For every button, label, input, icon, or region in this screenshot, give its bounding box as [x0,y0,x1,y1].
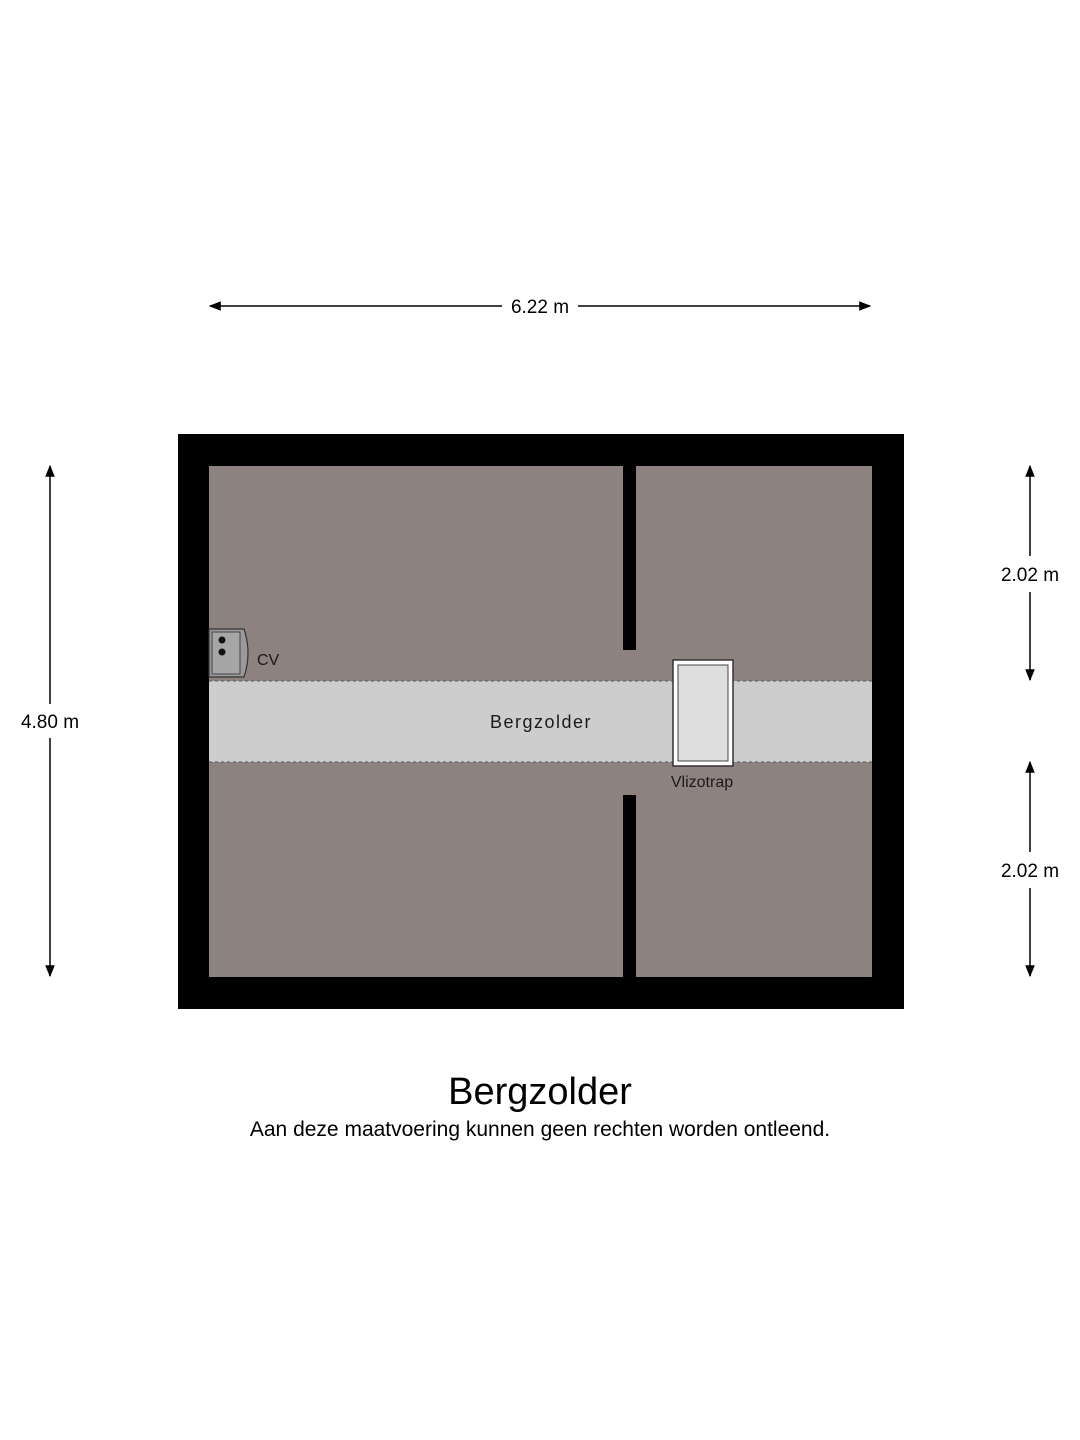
height-dimension-label: 4.80 m [21,712,79,733]
boiler-label: CV [257,652,280,669]
right-top-dimension: 2.02 m [1001,464,1059,682]
boiler-knob-bottom [218,648,226,656]
boiler-panel [211,631,241,675]
right-top-dimension-label: 2.02 m [1001,565,1059,586]
loft-ladder-hatch [677,664,729,762]
boiler: CV [208,628,280,678]
disclaimer-text: Aan deze maatvoering kunnen geen rechten… [249,1118,831,1141]
partition-wall-top [623,466,636,650]
width-dimension: 6.22 m [208,297,872,318]
room-label: Bergzolder [490,712,592,732]
loft-ladder: Vlizotrap [671,659,734,791]
floor-title: Bergzolder [448,1071,632,1113]
right-bottom-dimension-label: 2.02 m [1001,861,1059,882]
boiler-knob-top [218,636,226,644]
walkable-zone [209,681,872,762]
width-dimension-label: 6.22 m [511,297,569,318]
right-bottom-dimension: 2.02 m [1001,760,1059,978]
height-dimension: 4.80 m [21,464,79,978]
loft-ladder-label: Vlizotrap [671,774,733,791]
partition-wall-bottom [623,795,636,977]
